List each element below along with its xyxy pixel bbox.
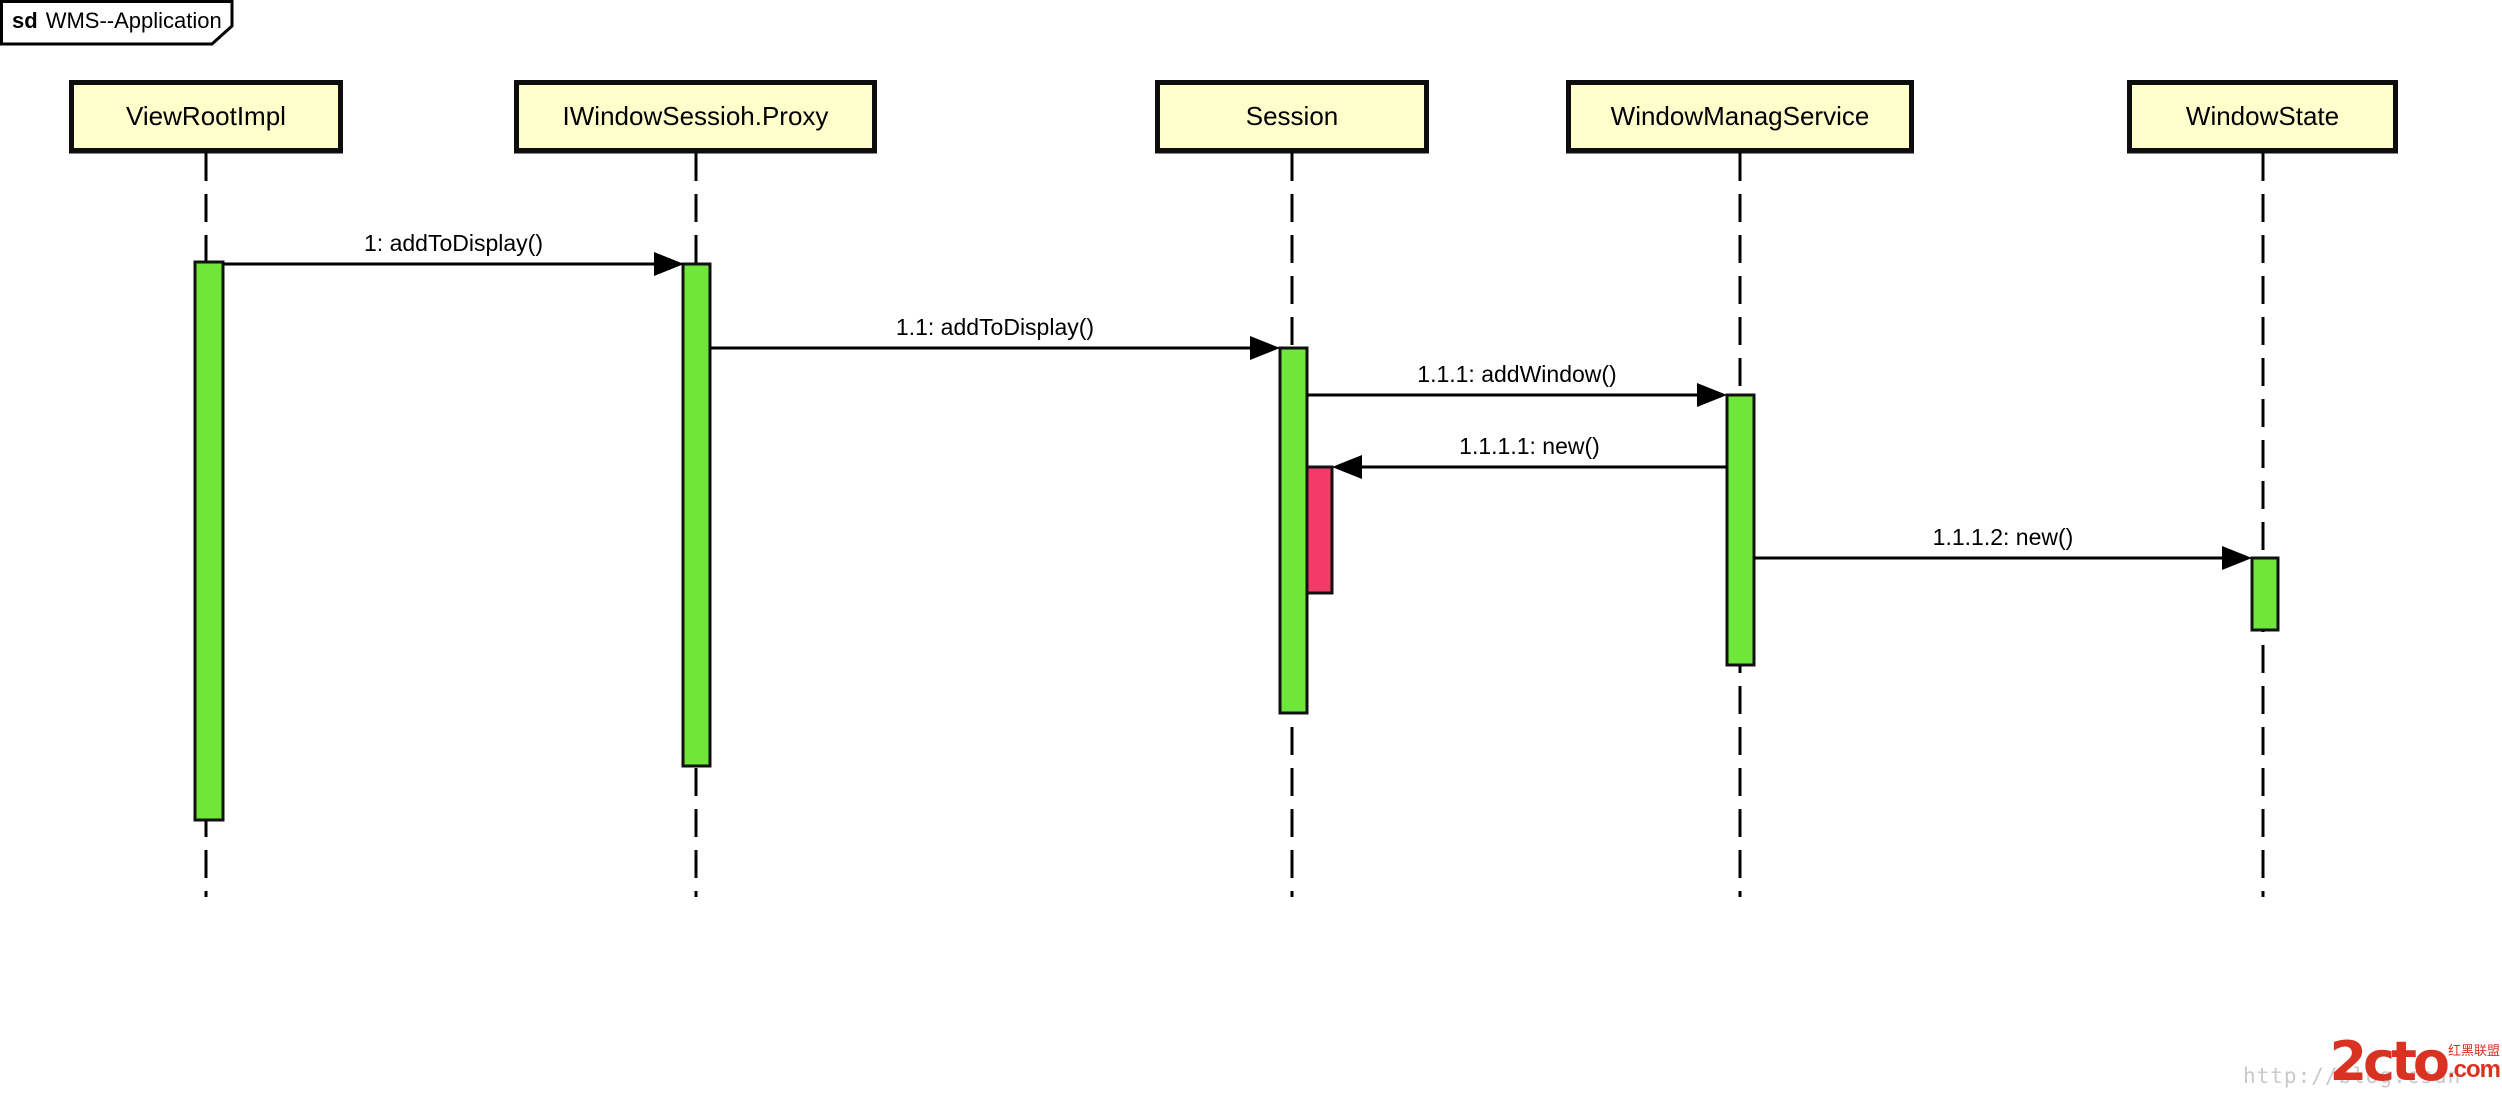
2cto-logo-right: 红黑联盟 .com bbox=[2447, 1043, 2501, 1083]
message-label-4: 1.1.1.1: new() bbox=[1459, 433, 1600, 459]
lifeline-name: IWindowSessioh.Proxy bbox=[562, 101, 829, 131]
activation-bar-session-nested-red bbox=[1305, 465, 1334, 595]
2cto-logo-text: 2cto bbox=[2329, 1030, 2449, 1093]
activation-bar-iwindowsessioh-proxy bbox=[681, 262, 712, 768]
lifeline-name: WindowState bbox=[2185, 101, 2340, 131]
frame-keyword: sd bbox=[12, 8, 38, 33]
message-label-5: 1.1.1.2: new() bbox=[1932, 524, 2074, 550]
frame-label: sd WMS--Application bbox=[0, 0, 240, 50]
activation-bar-viewrootimpl bbox=[193, 260, 225, 822]
2cto-logo-tagline: 红黑联盟 bbox=[2447, 1043, 2500, 1058]
arrowhead-icon bbox=[1697, 383, 1727, 407]
lifeline-head-windowmanagservice: WindowManagService bbox=[1566, 80, 1914, 153]
frame-title: sd WMS--Application bbox=[12, 8, 222, 34]
lifeline-head-windowstate: WindowState bbox=[2127, 80, 2398, 153]
message-label-1: 1: addToDisplay() bbox=[364, 230, 543, 256]
arrowhead-icon bbox=[654, 252, 684, 276]
lifeline-name: WindowManagService bbox=[1610, 101, 1870, 131]
arrowhead-icon bbox=[1250, 336, 1280, 360]
lifeline-name: Session bbox=[1245, 101, 1339, 131]
arrowhead-icon bbox=[1332, 455, 1362, 479]
frame-label-shape bbox=[0, 0, 234, 46]
arrowhead-icon bbox=[2222, 546, 2252, 570]
activation-bar-session bbox=[1278, 346, 1309, 715]
activation-bar-windowmanagservice bbox=[1725, 393, 1756, 667]
lifeline-head-session: Session bbox=[1155, 80, 1429, 153]
lifeline-head-iwindowsessioh-proxy: IWindowSessioh.Proxy bbox=[514, 80, 877, 153]
watermark-url-text: http://blog.csdn bbox=[2243, 1064, 2462, 1088]
activation-bar-windowstate bbox=[2250, 556, 2280, 632]
message-label-2: 1.1: addToDisplay() bbox=[895, 314, 1095, 340]
2cto-logo-suffix: .com bbox=[2447, 1056, 2501, 1083]
lifeline-head-viewrootimpl: ViewRootImpl bbox=[69, 80, 343, 153]
lifeline-name: ViewRootImpl bbox=[126, 101, 286, 131]
watermark: http://blog.csdn 2cto 红黑联盟 .com bbox=[2243, 1030, 2502, 1096]
message-label-3: 1.1.1: addWindow() bbox=[1417, 361, 1617, 387]
2cto-logo: 2cto 红黑联盟 .com bbox=[2329, 1030, 2501, 1093]
frame-name: WMS--Application bbox=[45, 8, 222, 33]
